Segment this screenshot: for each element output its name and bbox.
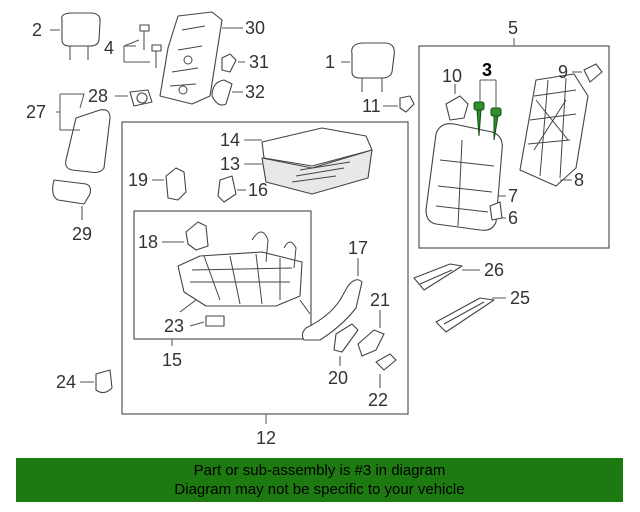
callout-10: 10: [442, 66, 462, 86]
callout-30: 30: [245, 18, 265, 38]
part-25-trim[interactable]: [435, 297, 495, 333]
callout-23: 23: [164, 316, 184, 336]
part-16-cover[interactable]: [217, 175, 237, 203]
part-15-seat-frame[interactable]: [177, 231, 311, 315]
part-9-pin[interactable]: [583, 63, 603, 83]
part-18-bracket[interactable]: [185, 221, 209, 251]
part-13-14-cushion[interactable]: [261, 127, 373, 195]
part-20-trim[interactable]: [333, 323, 359, 353]
callout-1: 1: [325, 52, 335, 72]
callout-9: 9: [558, 62, 568, 82]
callout-21: 21: [370, 290, 390, 310]
callout-7: 7: [508, 186, 518, 206]
callout-25: 25: [510, 288, 530, 308]
part-6-cover[interactable]: [489, 201, 503, 221]
part-30-frame[interactable]: [159, 11, 223, 105]
part-22-cap[interactable]: [375, 353, 397, 371]
callout-5: 5: [508, 18, 518, 38]
callout-2: 2: [32, 20, 42, 40]
group-box-12: [121, 121, 409, 415]
callout-27: 27: [26, 102, 46, 122]
callout-24: 24: [56, 372, 76, 392]
part-17-cover[interactable]: [301, 279, 363, 341]
part-1-headrest[interactable]: [351, 42, 395, 92]
callout-28: 28: [88, 86, 108, 106]
part-28-knob[interactable]: [129, 89, 153, 107]
group-box-15: [133, 210, 312, 340]
callout-26: 26: [484, 260, 504, 280]
part-26-trim[interactable]: [413, 263, 463, 291]
callout-17: 17: [348, 238, 368, 258]
callout-31: 31: [249, 52, 269, 72]
banner-line-2: Diagram may not be specific to your vehi…: [174, 481, 465, 498]
part-8-frame[interactable]: [519, 73, 589, 187]
part-10-clip[interactable]: [445, 95, 469, 121]
part-21-cover[interactable]: [357, 329, 385, 357]
callout-20: 20: [328, 368, 348, 388]
callout-19: 19: [128, 170, 148, 190]
part-27-cushion[interactable]: [65, 109, 111, 174]
part-info-banner: Part or sub-assembly is #3 in diagram Di…: [16, 458, 623, 502]
callout-13: 13: [220, 154, 240, 174]
part-29-pad[interactable]: [52, 179, 92, 205]
part-23-pad[interactable]: [205, 315, 225, 327]
part-11-clip[interactable]: [399, 95, 415, 113]
callout-32: 32: [245, 82, 265, 102]
callout-3: 3: [482, 60, 492, 80]
part-3-bolts[interactable]: [473, 101, 502, 141]
callout-18: 18: [138, 232, 158, 252]
callout-6: 6: [508, 208, 518, 228]
callout-22: 22: [368, 390, 388, 410]
part-19-cover[interactable]: [165, 167, 187, 201]
callout-14: 14: [220, 130, 240, 150]
callout-4: 4: [104, 38, 114, 58]
callout-11: 11: [362, 96, 381, 116]
callout-12: 12: [256, 428, 276, 448]
part-31-trim[interactable]: [221, 53, 237, 73]
callout-16: 16: [248, 180, 268, 200]
callout-15: 15: [162, 350, 182, 370]
callout-8: 8: [574, 170, 584, 190]
banner-line-1: Part or sub-assembly is #3 in diagram: [193, 462, 446, 479]
part-4-bolts[interactable]: [139, 24, 162, 68]
callout-29: 29: [72, 224, 92, 244]
part-2-headrest[interactable]: [61, 12, 101, 60]
part-32-cover[interactable]: [211, 79, 233, 106]
part-24-clip[interactable]: [95, 369, 113, 394]
part-7-seatback[interactable]: [425, 123, 503, 231]
